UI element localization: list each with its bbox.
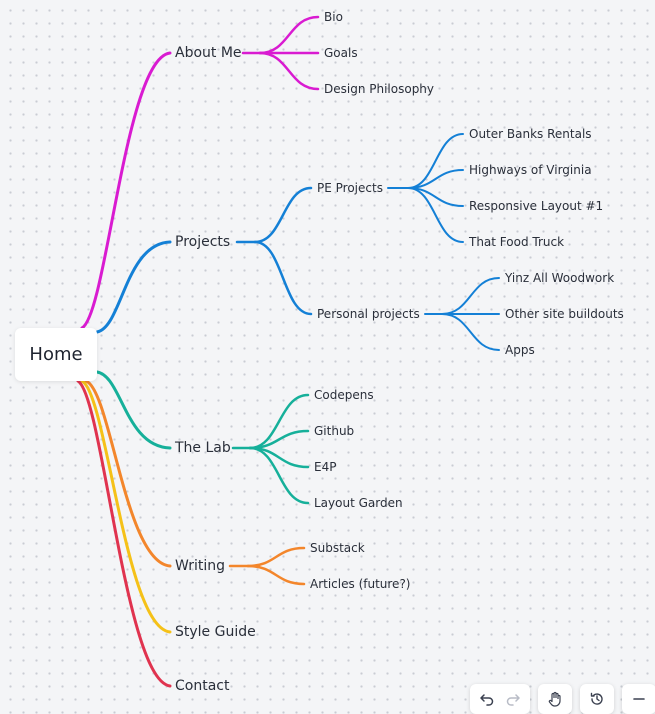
pan-tool-button[interactable] [542,686,568,712]
node-yinz-all-woodwork[interactable]: Yinz All Woodwork [505,271,615,285]
root-node-label: Home [29,344,83,365]
link-writing-child-1 [246,564,306,586]
link-lab-child-0 [248,393,310,450]
link-projects-pe [253,186,313,244]
node-other-site-buildouts[interactable]: Other site buildouts [505,307,624,321]
node-codepens[interactable]: Codepens [314,388,374,402]
node-pe-projects[interactable]: PE Projects [317,181,383,195]
node-projects[interactable]: Projects [175,234,231,250]
link-root-contact [76,379,172,688]
node-substack[interactable]: Substack [310,541,365,555]
node-style-guide[interactable]: Style Guide [175,624,256,640]
history-icon [590,692,603,705]
link-pe-child-0 [407,133,464,189]
hand-pan-icon [548,691,561,707]
undo-icon [480,694,494,706]
node-outer-banks-rentals[interactable]: Outer Banks Rentals [469,127,592,141]
link-root-projects [95,240,172,334]
node-the-lab[interactable]: The Lab [175,440,231,456]
node-writing[interactable]: Writing [175,558,225,574]
node-e4p[interactable]: E4P [314,460,337,474]
undo-redo-group [470,684,530,714]
history-group [580,684,614,714]
link-projects-personal [253,240,313,316]
link-personal-child-2 [441,313,500,351]
node-responsive-layout-1[interactable]: Responsive Layout #1 [469,199,604,213]
node-about-me[interactable]: About Me [175,45,242,61]
zoom-group [622,684,655,714]
link-about-me-child-2 [258,51,320,91]
history-button[interactable] [584,686,610,712]
redo-icon [506,694,520,706]
link-root-the-lab [95,370,172,450]
node-personal-projects[interactable]: Personal projects [317,307,420,321]
node-github[interactable]: Github [314,424,355,438]
link-root-style-guide [80,379,172,634]
link-about-me-child-0 [258,15,320,55]
pan-tool-group [538,684,572,714]
node-layout-garden[interactable]: Layout Garden [314,496,403,510]
zoom-out-button[interactable] [626,686,652,712]
link-pe-child-3 [407,187,464,243]
link-root-writing [84,379,172,568]
node-apps[interactable]: Apps [505,343,535,357]
root-node[interactable]: Home [15,328,97,381]
node-that-food-truck[interactable]: That Food Truck [469,235,565,249]
node-contact[interactable]: Contact [175,678,230,694]
zoom-out-icon [633,698,645,700]
link-root-about-me [80,51,172,330]
link-lab-child-3 [248,446,310,505]
node-bio[interactable]: Bio [324,10,343,24]
node-design-philosophy[interactable]: Design Philosophy [324,82,435,96]
link-writing-child-0 [246,546,306,568]
node-articles-future[interactable]: Articles (future?) [310,577,411,591]
link-personal-child-0 [441,277,500,315]
redo-button[interactable] [500,686,526,712]
node-goals[interactable]: Goals [324,46,358,60]
undo-button[interactable] [474,686,500,712]
node-highways-of-virginia[interactable]: Highways of Virginia [469,163,592,177]
